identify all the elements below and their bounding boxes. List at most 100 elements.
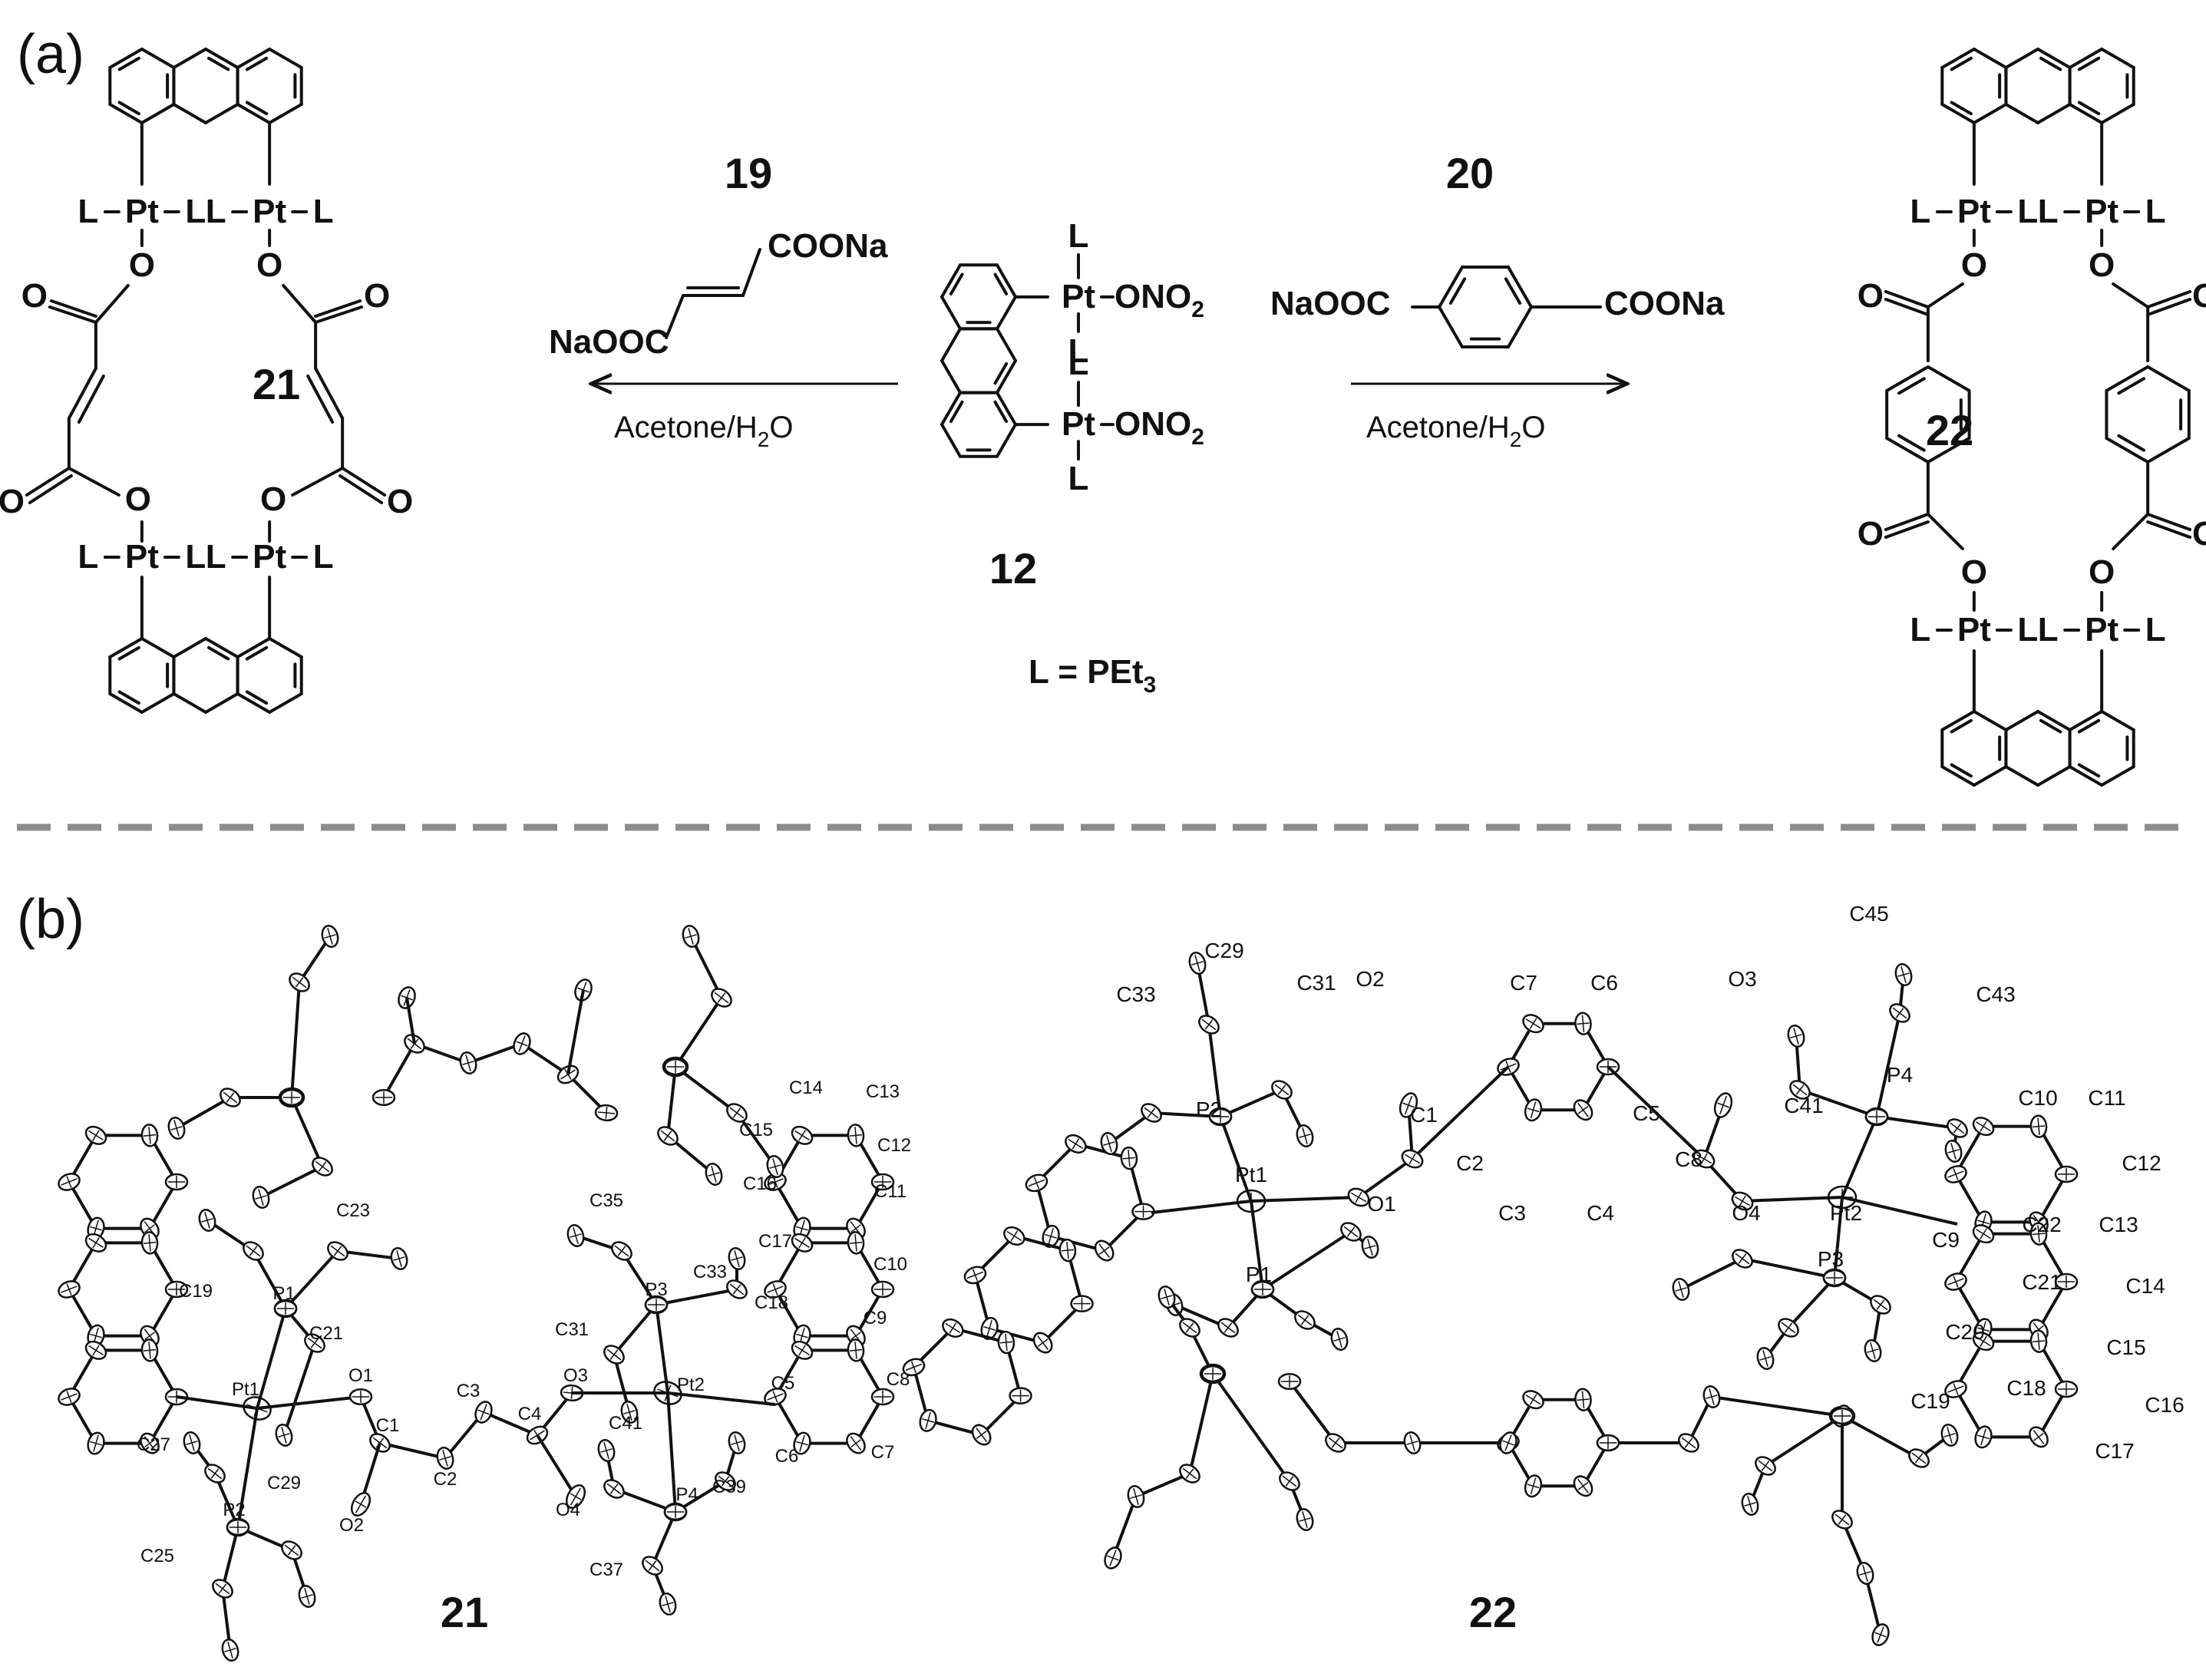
ligand-L: L xyxy=(1068,460,1089,497)
crystal-bond xyxy=(290,982,301,1098)
ellipsoid-axis xyxy=(249,1246,258,1256)
crystal-bond xyxy=(405,997,416,1045)
atom-annotation: O4 xyxy=(1732,1201,1760,1225)
crystal-bond xyxy=(176,1395,258,1410)
ellipsoid-axis xyxy=(318,1161,327,1172)
ellipsoid-axis xyxy=(66,1176,72,1188)
crystal-bond xyxy=(1411,1065,1510,1160)
ellipsoid-axis xyxy=(648,1560,657,1571)
ellipsoid-axis xyxy=(1299,1134,1311,1138)
ring-bond xyxy=(1885,437,1930,464)
ring-bond xyxy=(2146,365,2191,392)
thermal-ellipsoid xyxy=(663,1058,688,1076)
crystal-bond xyxy=(1711,1395,1843,1418)
ellipsoid-axis xyxy=(1061,1249,1074,1252)
thermal-ellipsoid xyxy=(793,1431,811,1455)
anthracene-ring-center xyxy=(2004,48,2072,124)
ellipsoid-axis xyxy=(439,1456,451,1461)
ellipsoid-axis xyxy=(570,1233,582,1238)
thermal-ellipsoid xyxy=(1131,1203,1155,1220)
ligand-L: L xyxy=(78,538,98,576)
atom-annotation: C43 xyxy=(1976,982,2015,1006)
crystal-bond xyxy=(382,1043,416,1098)
thermal-ellipsoid xyxy=(980,1316,999,1340)
ono2-subscript: 2 xyxy=(1191,297,1204,322)
atom-annotation: P3 xyxy=(1818,1247,1844,1271)
ellipsoid-axis xyxy=(90,1441,102,1446)
atom-annotation: C3 xyxy=(1498,1201,1526,1225)
crystal-bond xyxy=(1261,1230,1352,1291)
ring-double-bond xyxy=(993,361,1009,385)
oxygen-atom: O xyxy=(260,480,286,518)
thermal-ellipsoid xyxy=(243,1241,264,1261)
atom-annotation: P4 xyxy=(675,1484,698,1505)
ring-double-bond xyxy=(2077,56,2101,71)
atom-annotation: C4 xyxy=(1587,1201,1614,1225)
thermal-ellipsoid xyxy=(870,1280,895,1299)
thermal-ellipsoid xyxy=(198,1209,216,1232)
thermal-ellipsoid xyxy=(58,1388,81,1406)
ring-double-bond xyxy=(117,56,140,71)
bond xyxy=(1884,298,1930,316)
atom-annotation: O3 xyxy=(563,1365,588,1386)
ellipsoid-axis xyxy=(1107,1555,1119,1561)
ellipsoid-axis xyxy=(92,1345,100,1356)
ellipsoid-axis xyxy=(721,1476,730,1487)
crystal-bond xyxy=(674,1065,738,1114)
panel-b-label: (b) xyxy=(17,889,84,950)
ellipsoid-axis xyxy=(1299,1517,1311,1522)
thermal-ellipsoid xyxy=(1522,1014,1544,1034)
ono2-subscript: 2 xyxy=(1191,424,1204,450)
thermal-ellipsoid xyxy=(1864,1107,1889,1126)
oxygen-atom: O xyxy=(2192,277,2206,315)
thermal-ellipsoid xyxy=(1279,1471,1300,1491)
bond xyxy=(338,474,384,504)
atom-annotation: C13 xyxy=(2099,1213,2138,1236)
thermal-ellipsoid xyxy=(140,1124,159,1147)
ellipsoid-axis xyxy=(1914,1453,1924,1464)
ellipsoid-axis xyxy=(1191,961,1204,965)
thermal-ellipsoid xyxy=(764,1388,787,1406)
ligand-L: L xyxy=(185,538,206,576)
ring-double-bond xyxy=(245,56,269,71)
ring-double-bond xyxy=(2077,718,2101,734)
crystal-bond xyxy=(290,1097,324,1167)
ring-bond xyxy=(1972,710,2008,731)
ellipsoid-axis xyxy=(2033,1432,2044,1441)
ellipsoid-axis xyxy=(2032,1125,2046,1128)
ellipsoid-axis xyxy=(1953,1276,1959,1288)
thermal-ellipsoid xyxy=(289,972,310,992)
thermal-ellipsoid xyxy=(1787,1025,1805,1048)
thermal-ellipsoid xyxy=(1831,1510,1853,1530)
ellipsoid-axis xyxy=(772,1283,778,1295)
ring-double-bond xyxy=(1504,277,1522,305)
ellipsoid-axis xyxy=(301,1594,313,1599)
ono2-group: ONO2 xyxy=(1115,278,1204,322)
ellipsoid-axis xyxy=(1072,1138,1080,1150)
ring-bond xyxy=(2004,103,2039,124)
oxygen-atom: O xyxy=(125,480,151,518)
atom-annotation: C7 xyxy=(871,1442,895,1463)
thermal-ellipsoid xyxy=(1070,1295,1094,1312)
crystal-bond xyxy=(1219,1116,1253,1202)
ring-bond xyxy=(996,263,1017,299)
crystal-bond xyxy=(666,1392,677,1513)
oxygen-atom: O xyxy=(129,246,155,284)
thermal-ellipsoid xyxy=(2054,1165,2079,1183)
crystal-bond xyxy=(674,996,723,1068)
thermal-ellipsoid xyxy=(1574,1012,1592,1035)
oxygen-atom: O xyxy=(1858,277,1884,315)
reagent-19-structure xyxy=(665,248,761,339)
atom-annotation: C29 xyxy=(1204,939,1243,962)
atom-annotation: C5 xyxy=(1633,1101,1660,1125)
crystal-bond xyxy=(1288,1380,1337,1444)
crystal-bond xyxy=(1876,1115,1958,1130)
ellipsoid-axis xyxy=(1759,1356,1772,1361)
thermal-ellipsoid xyxy=(1065,1134,1087,1154)
thermal-ellipsoid xyxy=(847,1231,865,1255)
ring-bond xyxy=(172,48,207,69)
atom-annotation: C17 xyxy=(2095,1439,2134,1463)
thermal-ellipsoid xyxy=(1127,1485,1145,1508)
